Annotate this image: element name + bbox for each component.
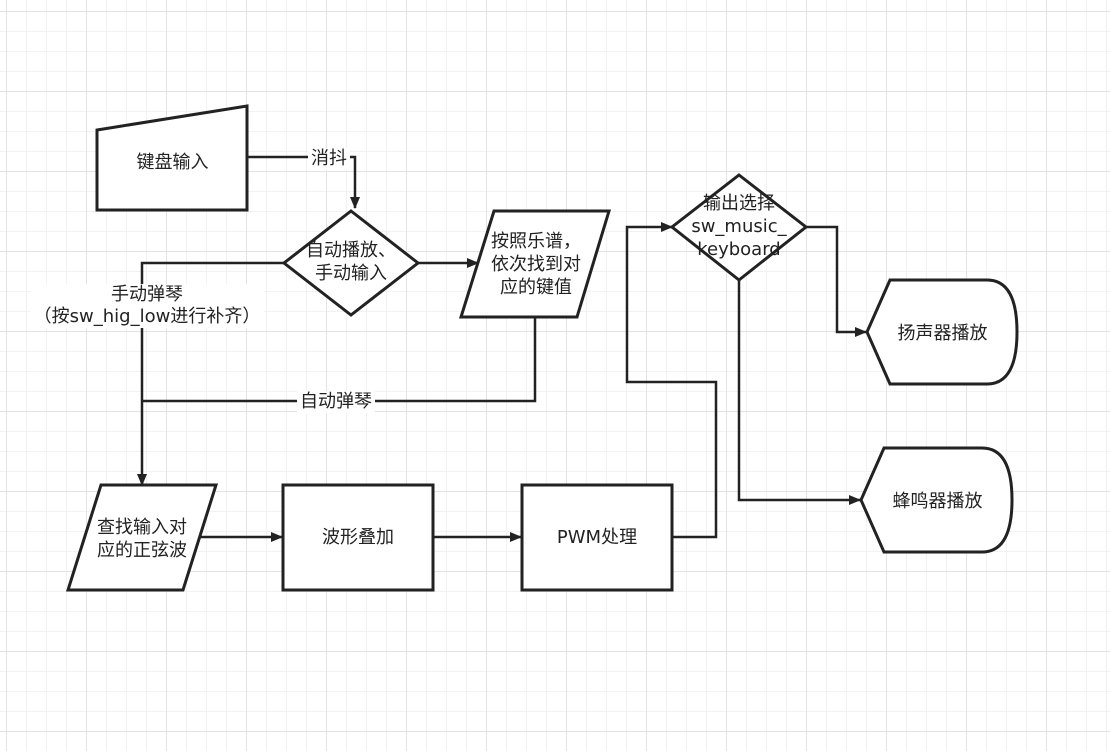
decision-auto-manual-shape	[281, 209, 421, 317]
decision-auto-manual-label: 自动播放、 手动输入	[306, 240, 396, 284]
pwm-shape	[520, 483, 674, 592]
edge-keyboard-to-decision	[248, 155, 360, 209]
score-lookup-label: 按照乐谱， 依次找到对 应的键值	[491, 230, 581, 298]
edge-output-to-speaker	[806, 225, 867, 337]
pwm-label: PWM处理	[556, 526, 638, 548]
keyboard-input-label: 键盘输入	[136, 151, 209, 173]
edge-pwm-to-output-select	[625, 222, 718, 539]
output-select-shape	[669, 173, 809, 282]
keyboard-input-shape	[95, 104, 249, 212]
edge-label-manual-play: 手动弹琴 （按sw_hig_low进行补齐）	[30, 284, 264, 328]
buzzer-label: 蜂鸣器播放	[892, 490, 983, 512]
sine-lookup-label: 查找输入对 应的正弦波	[97, 517, 187, 561]
buzzer-shape	[859, 446, 1014, 554]
edge-label-debounce: 消抖	[308, 148, 350, 170]
edge-score-to-sine-auto	[142, 317, 537, 403]
wave-superpose-label: 波形叠加	[322, 526, 394, 548]
edge-decision-to-sine-manual	[137, 261, 284, 486]
speaker-shape	[865, 278, 1019, 386]
sine-lookup-shape	[65, 483, 219, 592]
edge-label-auto-play: 自动弹琴	[297, 391, 375, 413]
speaker-label: 扬声器播放	[897, 322, 988, 344]
wave-superpose-shape	[281, 483, 435, 592]
output-select-label: 输出选择 sw_music_ keyboard	[691, 192, 787, 260]
edge-output-to-buzzer	[737, 280, 861, 505]
score-lookup-shape	[458, 209, 612, 319]
